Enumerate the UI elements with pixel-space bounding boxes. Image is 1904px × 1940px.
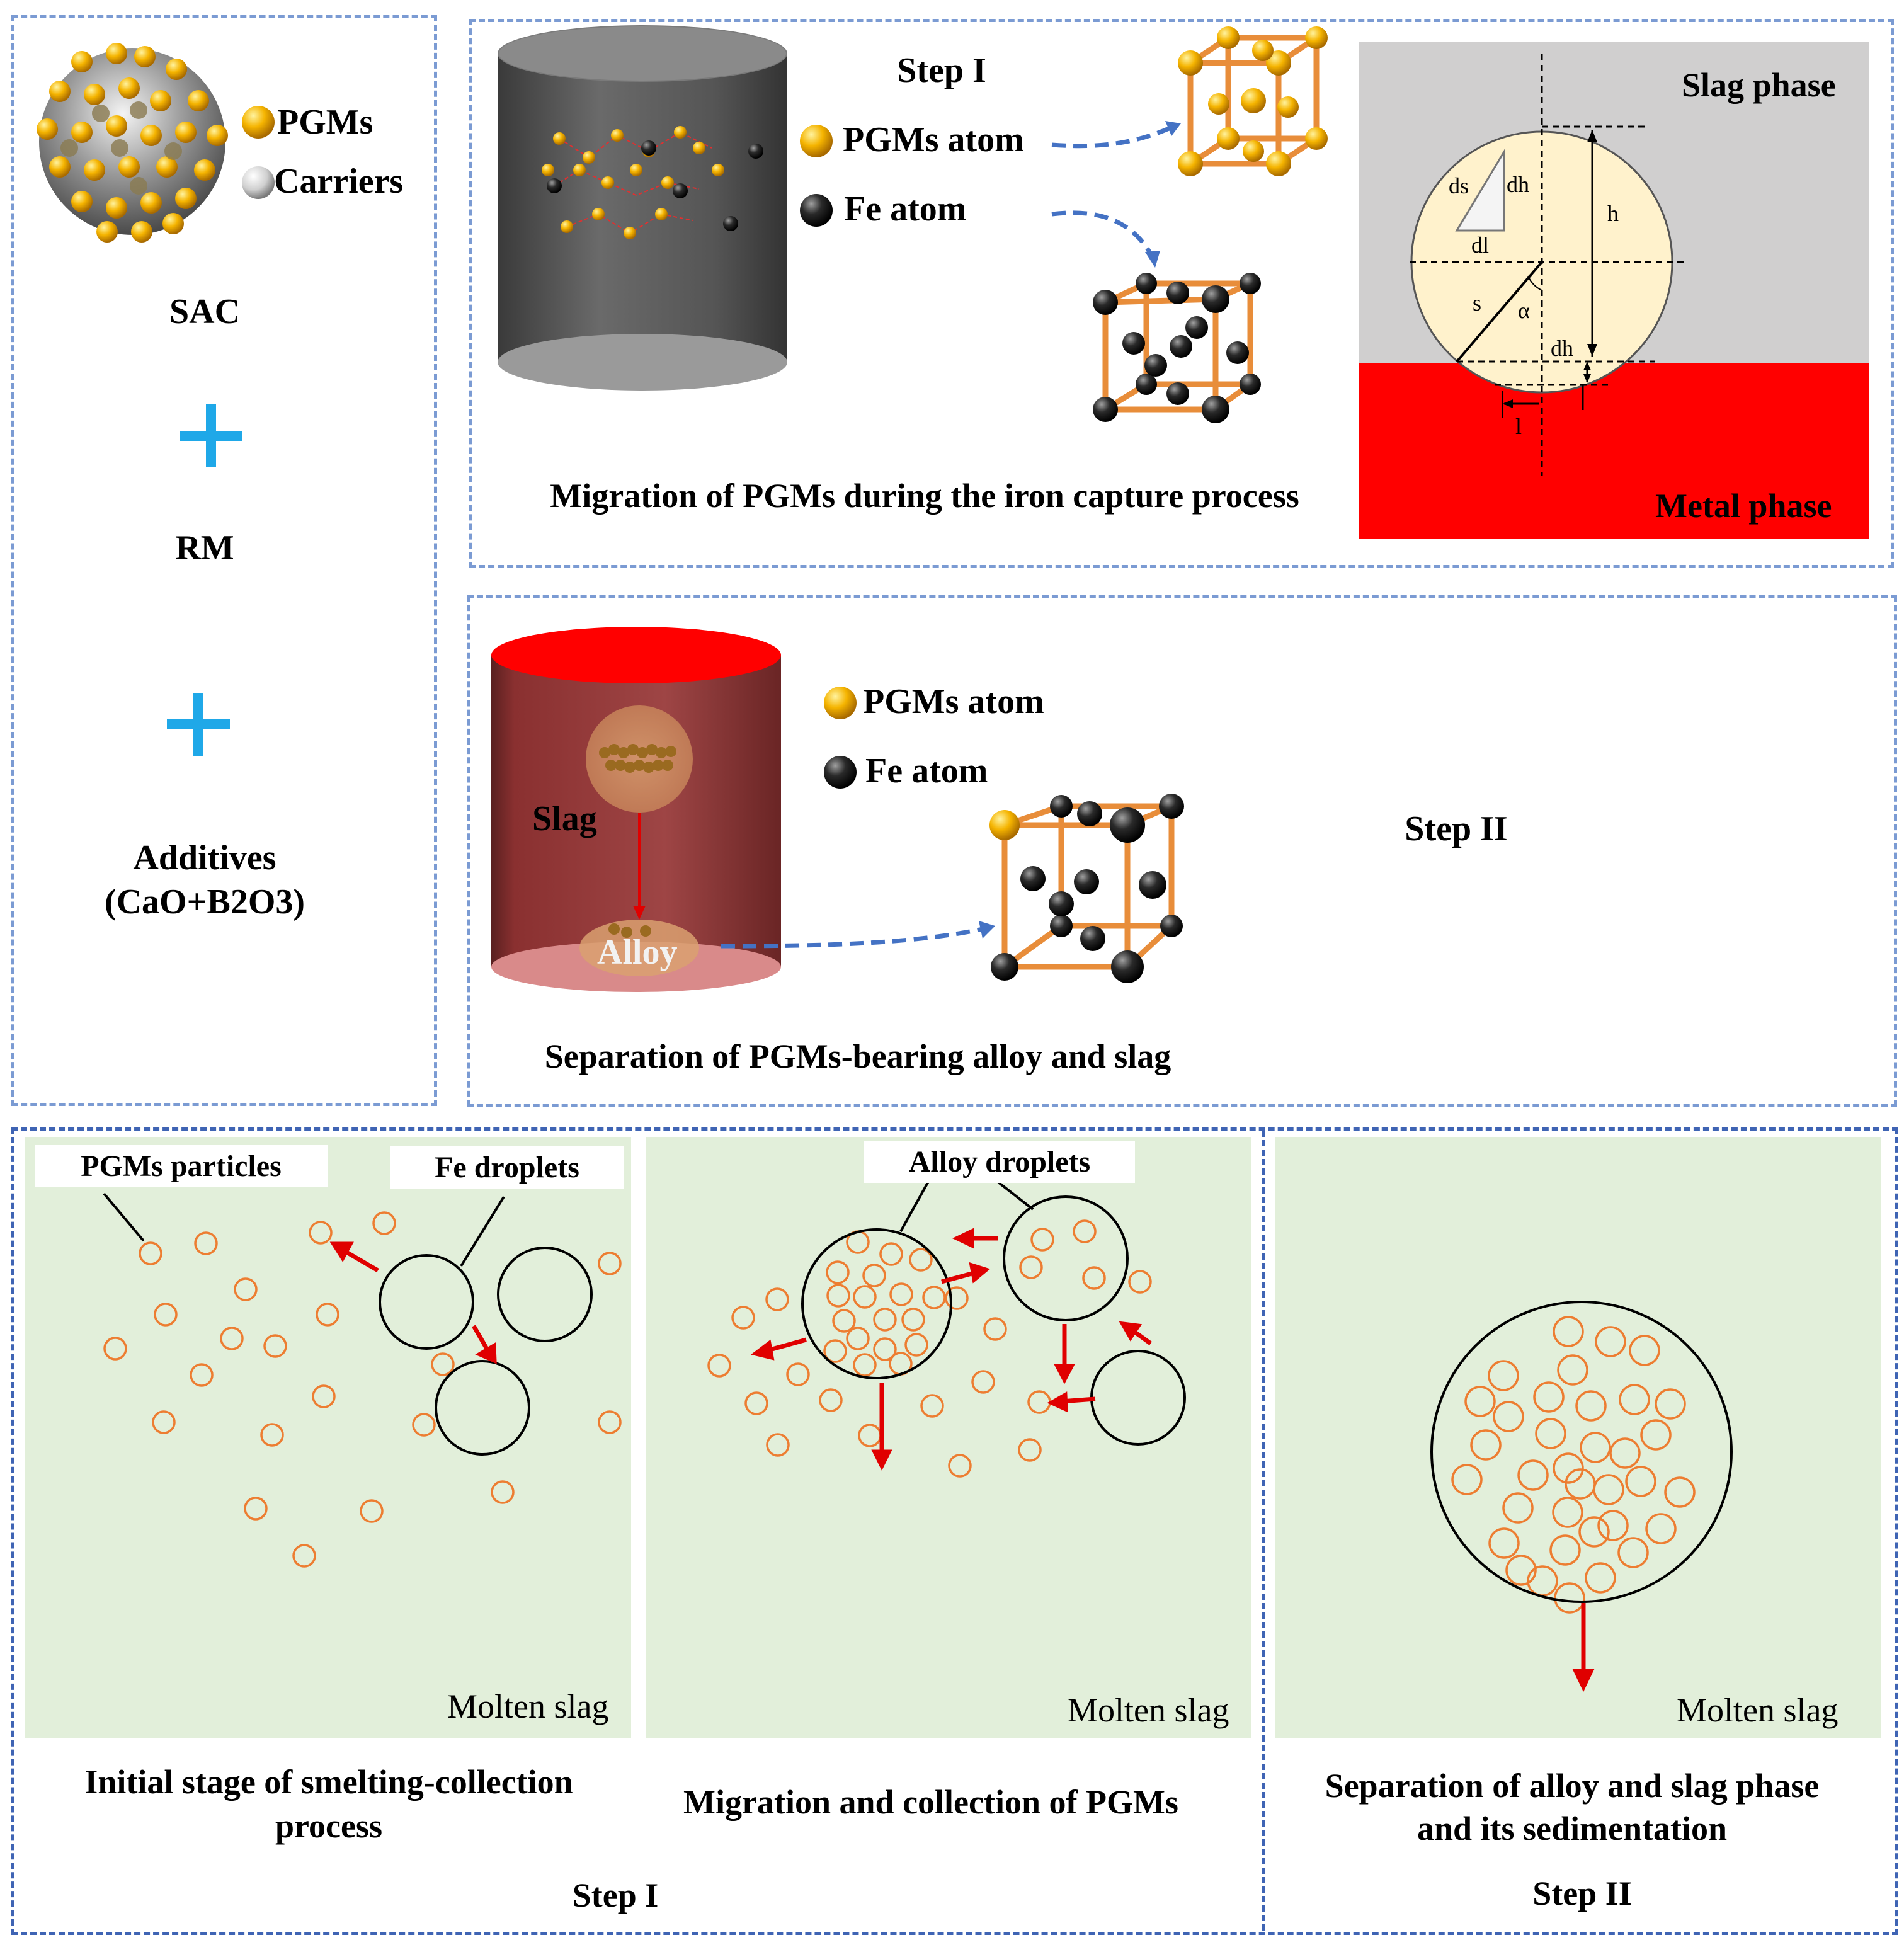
molten-slag-label-1: Molten slag [447,1687,609,1725]
middle-right-panel [467,595,1897,1107]
sac-sphere [37,43,228,243]
geom-dh: dh [1507,172,1529,197]
step1-top-label: Step I [897,51,986,90]
fe-atom-dot [800,194,833,227]
pgms-atom-label-2: PGMs atom [863,682,1044,721]
plus-icon-1 [180,404,242,467]
molten-slag-label-3: Molten slag [1677,1691,1838,1729]
legend-carriers-label: Carriers [274,162,404,201]
geom-s: s [1473,290,1482,316]
top-right-panel [469,19,1894,568]
geom-h: h [1607,201,1619,226]
pgms-atom-dot [800,125,833,157]
fe-lattice [1093,273,1261,423]
geom-alpha: α [1518,298,1530,323]
legend-pgms-label: PGMs [277,103,373,142]
top-caption: Migration of PGMs during the iron captur… [550,477,1299,515]
pgms-atom-dot-2 [824,687,857,719]
alloy-lattice [989,794,1184,983]
initial-stage-caption-2: process [275,1807,382,1845]
migration-arrows [1051,121,1181,268]
red-crucible [491,627,781,992]
pgms-lattice [1178,26,1328,176]
bottom-divider [1262,1131,1265,1931]
step2-middle-label: Step II [1405,809,1508,848]
initial-stage-caption-1: Initial stage of smelting-collection [84,1763,573,1801]
alloy-migration-arrow [721,921,995,949]
slag-phase-label: Slag phase [1682,66,1836,104]
sedimentation-caption-1: Separation of alloy and slag phase [1325,1767,1820,1805]
alloy-label: Alloy [597,933,678,972]
fe-atom-label: Fe atom [844,190,967,229]
slag-label: Slag [532,799,597,838]
bottom-bg-3 [1275,1137,1881,1738]
pgms-atom-label: PGMs atom [843,120,1024,159]
middle-caption: Separation of PGMs-bearing alloy and sla… [544,1037,1171,1075]
bottom-bg-1 [25,1137,631,1738]
step2-bottom-label: Step II [1532,1874,1632,1912]
fe-droplets-tag: Fe droplets [390,1146,624,1189]
gray-crucible [498,25,787,391]
additives-label: Additives [133,838,276,877]
sedimentation-diagram [1430,1301,1733,1692]
carriers-legend-dot [242,166,275,199]
left-panel [11,15,437,1106]
pgms-legend-dot [242,106,275,139]
molten-slag-label-2: Molten slag [1068,1691,1229,1729]
metal-phase-label: Metal phase [1655,487,1832,525]
bottom-bg-2 [646,1137,1251,1738]
alloy-droplets-tag: Alloy droplets [864,1141,1135,1183]
geom-ds: ds [1449,173,1469,198]
slag-metal-diagram [1359,42,1869,539]
sedimentation-caption-2: and its sedimentation [1417,1810,1728,1847]
geom-l: l [1515,414,1522,439]
fe-atom-dot-2 [824,756,857,789]
additives-formula: (CaO+B2O3) [104,882,305,922]
pgms-particles-tag: PGMs particles [35,1145,328,1187]
step1-bottom-label: Step I [572,1876,659,1914]
fe-atom-label-2: Fe atom [865,751,988,790]
geom-dl: dl [1471,232,1490,258]
migration-collection-caption: Migration and collection of PGMs [683,1783,1178,1821]
plus-icon-2 [167,693,230,756]
initial-stage-diagram [103,1192,622,1568]
sac-label: SAC [169,292,241,331]
bottom-panel [11,1127,1898,1935]
geom-dh2: dh [1551,336,1573,361]
migration-collection-diagram [707,1180,1186,1478]
rm-label: RM [175,528,234,568]
